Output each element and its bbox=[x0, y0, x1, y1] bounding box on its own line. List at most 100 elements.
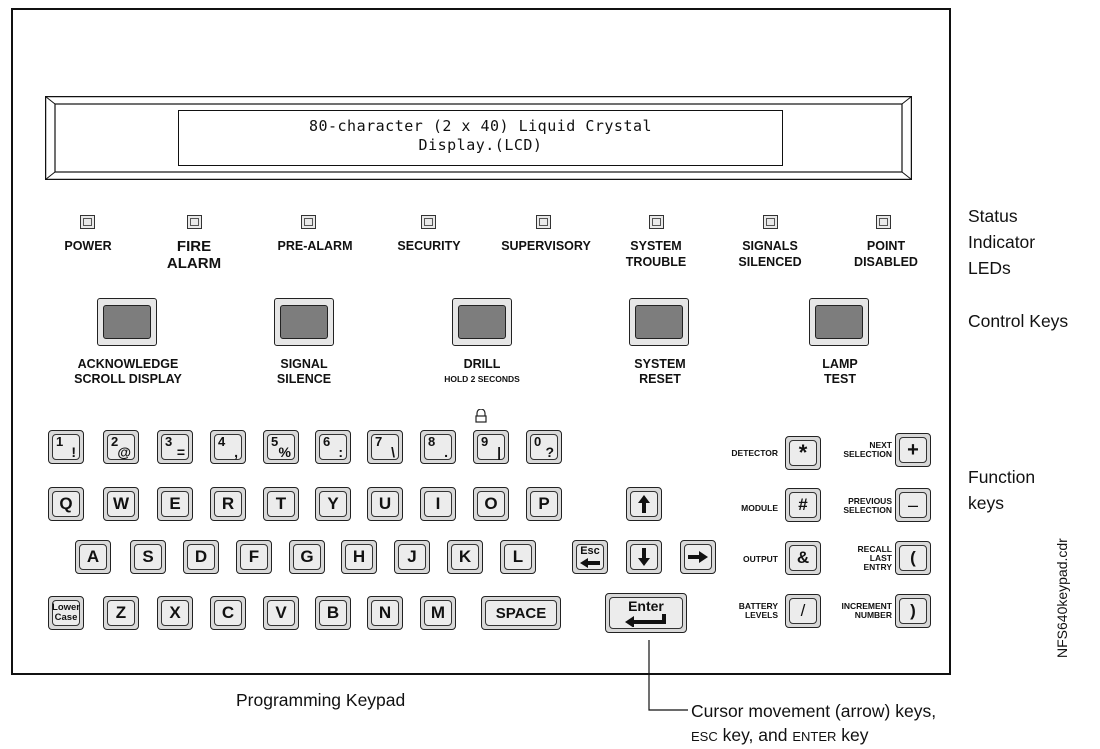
key-8[interactable]: 8. bbox=[420, 430, 456, 464]
arrow-left-icon bbox=[580, 557, 600, 568]
led-label-security: SECURITY bbox=[397, 239, 461, 253]
key-o[interactable]: O bbox=[473, 487, 509, 521]
space-key[interactable]: SPACE bbox=[481, 596, 561, 630]
led-system-trouble bbox=[649, 215, 664, 229]
next-selection-key[interactable]: + bbox=[895, 433, 931, 467]
down-arrow-key[interactable] bbox=[626, 540, 662, 574]
lcd-line-1: 80-character (2 x 40) Liquid Crystal bbox=[308, 117, 653, 135]
output-label: OUTPUT bbox=[743, 554, 778, 564]
key-y[interactable]: Y bbox=[315, 487, 351, 521]
lcd-line-2: Display.(LCD) bbox=[418, 136, 543, 154]
key-a[interactable]: A bbox=[75, 540, 111, 574]
acknowledge-button[interactable] bbox=[97, 298, 157, 346]
key-n[interactable]: N bbox=[367, 596, 403, 630]
key-f[interactable]: F bbox=[236, 540, 272, 574]
key-6[interactable]: 6: bbox=[315, 430, 351, 464]
signal-silence-button[interactable] bbox=[274, 298, 334, 346]
detector-label: DETECTOR bbox=[731, 448, 778, 458]
key-x[interactable]: X bbox=[157, 596, 193, 630]
key-q[interactable]: Q bbox=[48, 487, 84, 521]
key-d[interactable]: D bbox=[183, 540, 219, 574]
arrow-right-icon bbox=[688, 551, 708, 563]
lamp-test-button[interactable] bbox=[809, 298, 869, 346]
key-e[interactable]: E bbox=[157, 487, 193, 521]
led-point-disabled bbox=[876, 215, 891, 229]
led-supervisory bbox=[536, 215, 551, 229]
esc-key[interactable]: Esc bbox=[572, 540, 608, 574]
callout-line bbox=[648, 640, 688, 711]
key-u[interactable]: U bbox=[367, 487, 403, 521]
battery-levels-key[interactable]: / bbox=[785, 594, 821, 628]
key-s[interactable]: S bbox=[130, 540, 166, 574]
key-v[interactable]: V bbox=[263, 596, 299, 630]
key-5[interactable]: 5% bbox=[263, 430, 299, 464]
key-i[interactable]: I bbox=[420, 487, 456, 521]
enter-arrow-icon bbox=[625, 614, 666, 627]
key-k[interactable]: K bbox=[447, 540, 483, 574]
key-p[interactable]: P bbox=[526, 487, 562, 521]
led-label-pre-alarm: PRE-ALARM bbox=[277, 239, 353, 253]
led-label-power: POWER bbox=[64, 239, 112, 253]
key-g[interactable]: G bbox=[289, 540, 325, 574]
key-j[interactable]: J bbox=[394, 540, 430, 574]
lock-icon bbox=[475, 409, 487, 423]
key-4[interactable]: 4, bbox=[210, 430, 246, 464]
key-m[interactable]: M bbox=[420, 596, 456, 630]
arrow-up-icon bbox=[638, 495, 650, 513]
cursor-keys-caption: Cursor movement (arrow) keys, ESC key, a… bbox=[691, 701, 937, 745]
output-key[interactable]: & bbox=[785, 541, 821, 575]
key-z[interactable]: Z bbox=[103, 596, 139, 630]
led-power bbox=[80, 215, 95, 229]
key-l[interactable]: L bbox=[500, 540, 536, 574]
key-w[interactable]: W bbox=[103, 487, 139, 521]
up-arrow-key[interactable] bbox=[626, 487, 662, 521]
led-fire-alarm bbox=[187, 215, 202, 229]
previous-selection-key[interactable]: – bbox=[895, 488, 931, 522]
key-2[interactable]: 2@ bbox=[103, 430, 139, 464]
key-t[interactable]: T bbox=[263, 487, 299, 521]
programming-keypad-caption: Programming Keypad bbox=[236, 690, 406, 710]
control-keys-label: Control Keys bbox=[968, 311, 1069, 331]
enter-key[interactable]: Enter bbox=[605, 593, 687, 633]
led-pre-alarm bbox=[301, 215, 316, 229]
system-reset-button[interactable] bbox=[629, 298, 689, 346]
drill-button[interactable] bbox=[452, 298, 512, 346]
key-1[interactable]: 1! bbox=[48, 430, 84, 464]
module-label: MODULE bbox=[741, 503, 778, 513]
key-7[interactable]: 7\ bbox=[367, 430, 403, 464]
led-signals-silenced bbox=[763, 215, 778, 229]
recall-last-entry-key[interactable]: ( bbox=[895, 541, 931, 575]
key-c[interactable]: C bbox=[210, 596, 246, 630]
increment-number-key[interactable]: ) bbox=[895, 594, 931, 628]
filename-label: NFS640keypad.cdr bbox=[1054, 538, 1070, 658]
key-0[interactable]: 0? bbox=[526, 430, 562, 464]
key-h[interactable]: H bbox=[341, 540, 377, 574]
key-r[interactable]: R bbox=[210, 487, 246, 521]
key-9[interactable]: 9| bbox=[473, 430, 509, 464]
lcd-display: 80-character (2 x 40) Liquid Crystal Dis… bbox=[178, 110, 783, 166]
led-security bbox=[421, 215, 436, 229]
module-key[interactable]: # bbox=[785, 488, 821, 522]
key-b[interactable]: B bbox=[315, 596, 351, 630]
arrow-down-icon bbox=[638, 548, 650, 566]
key-3[interactable]: 3= bbox=[157, 430, 193, 464]
detector-key[interactable]: * bbox=[785, 436, 821, 470]
right-arrow-key[interactable] bbox=[680, 540, 716, 574]
